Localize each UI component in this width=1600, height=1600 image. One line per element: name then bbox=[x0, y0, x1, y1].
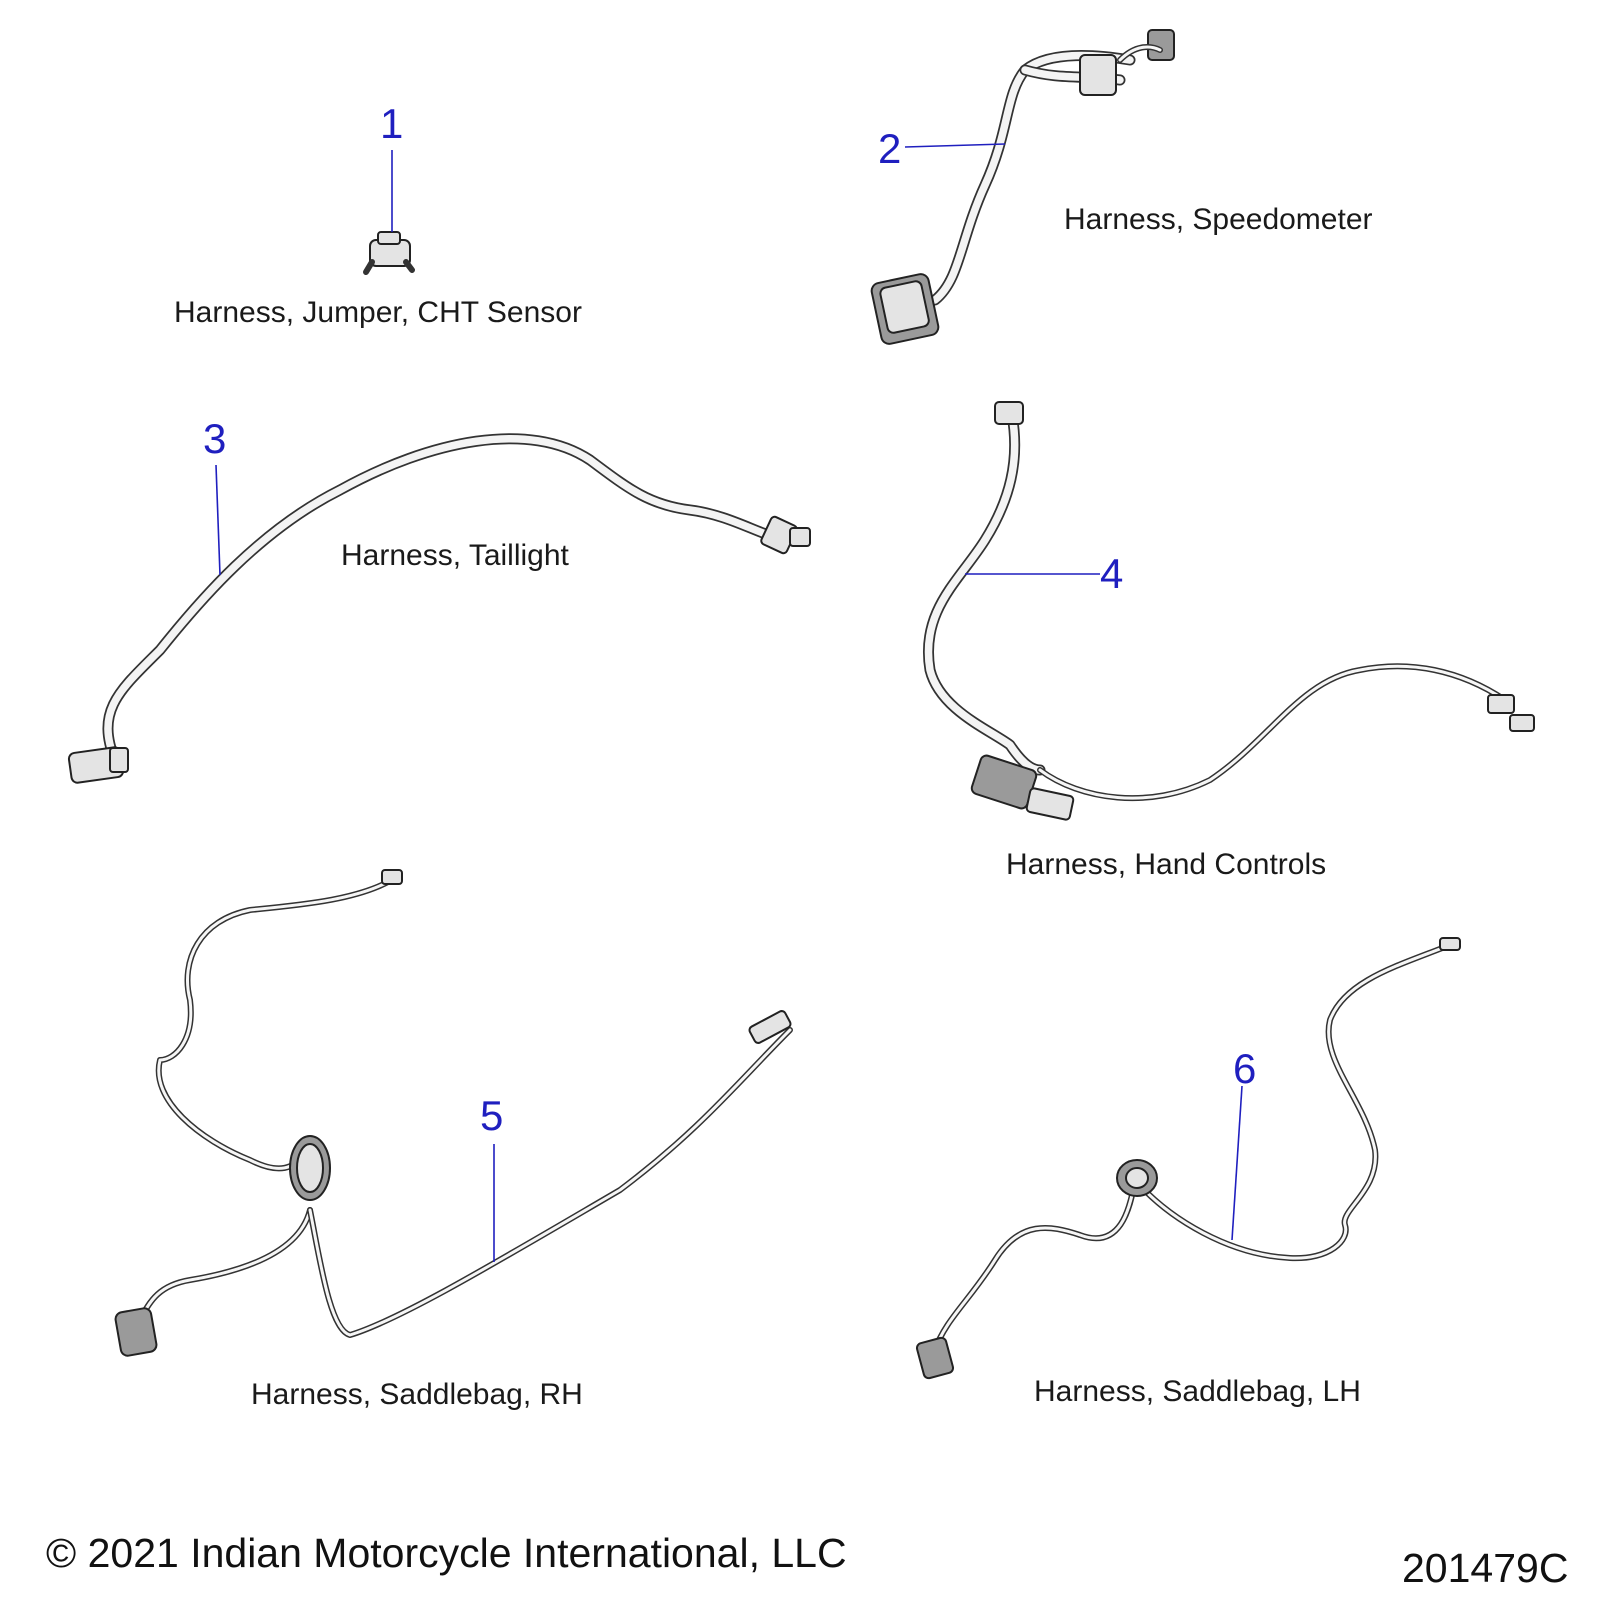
callout-4: 4 bbox=[1100, 550, 1124, 597]
harness-saddlebag-rh-drawing bbox=[114, 869, 793, 1357]
harness-speedometer-drawing bbox=[870, 29, 1175, 345]
callout-5: 5 bbox=[480, 1092, 504, 1139]
drawing-number: 201479C bbox=[1402, 1545, 1569, 1591]
harness-taillight-drawing bbox=[67, 433, 811, 784]
caption-part-3: Harness, Taillight bbox=[341, 539, 569, 572]
caption-part-1: Harness, Jumper, CHT Sensor bbox=[174, 296, 582, 329]
caption-part-4: Harness, Hand Controls bbox=[1006, 848, 1327, 881]
harness-hand-controls-drawing bbox=[923, 401, 1535, 821]
callout-6: 6 bbox=[1233, 1045, 1257, 1092]
harness-jumper-cht-sensor-drawing bbox=[363, 150, 415, 275]
copyright-notice: © 2021 Indian Motorcycle International, … bbox=[46, 1530, 847, 1576]
caption-part-5: Harness, Saddlebag, RH bbox=[251, 1378, 583, 1411]
callout-2: 2 bbox=[878, 125, 902, 172]
callout-1: 1 bbox=[380, 100, 404, 147]
harness-saddlebag-lh-drawing bbox=[915, 937, 1461, 1380]
caption-part-6: Harness, Saddlebag, LH bbox=[1034, 1375, 1361, 1408]
callout-3: 3 bbox=[203, 415, 227, 462]
caption-part-2: Harness, Speedometer bbox=[1064, 203, 1373, 236]
